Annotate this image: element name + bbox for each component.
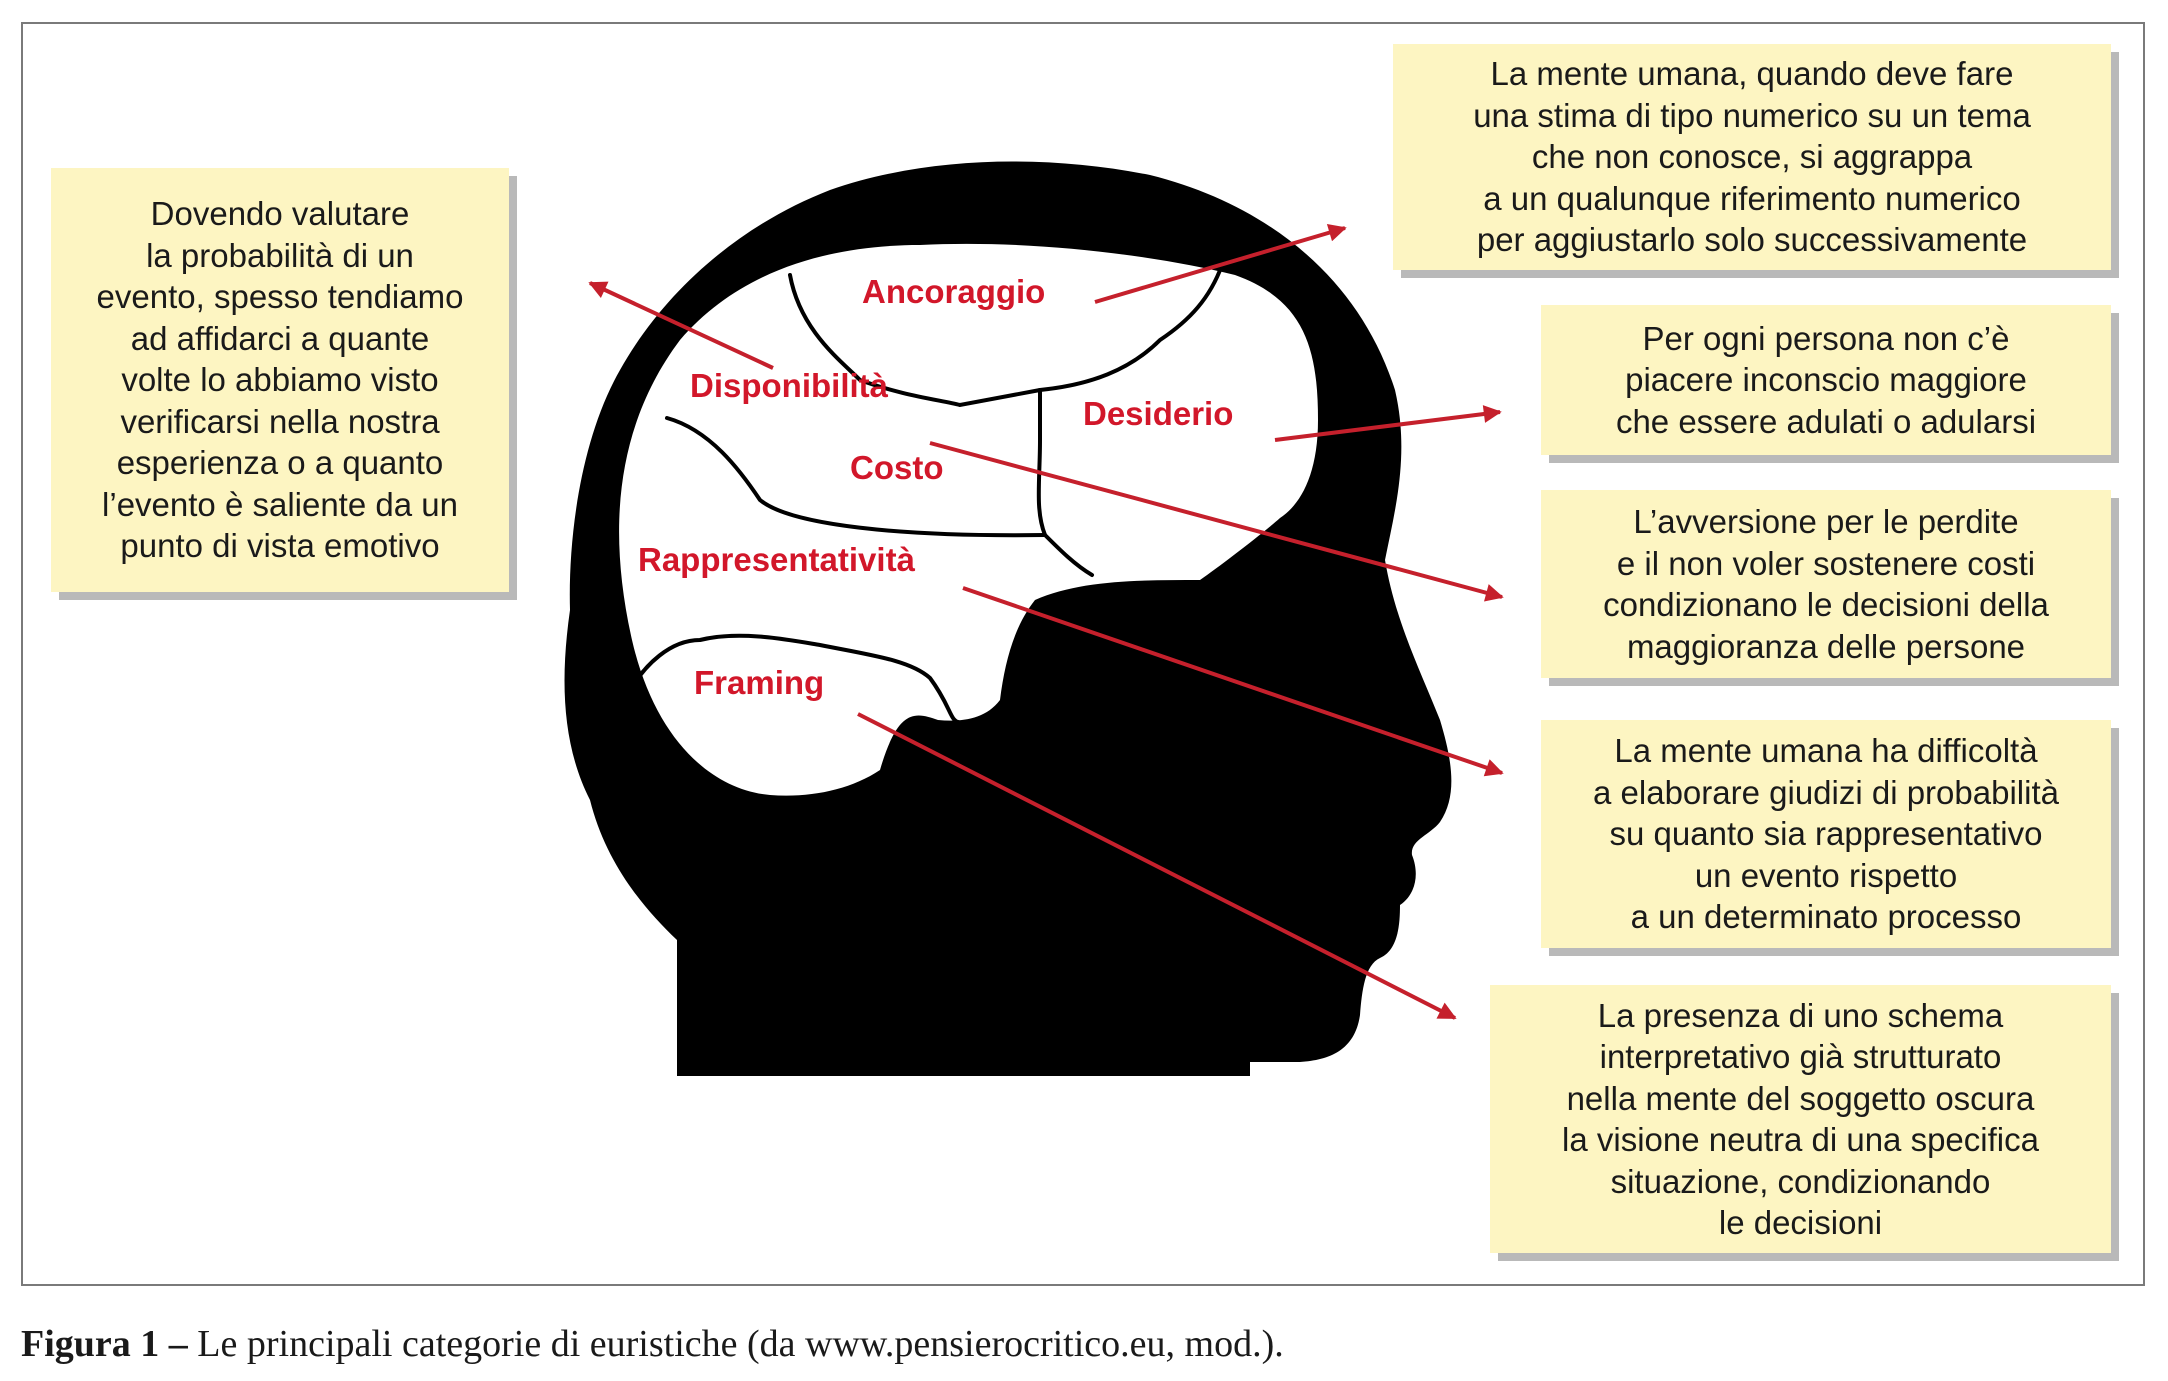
arrow-framing [857,712,1457,1020]
caption-text: Le principali categorie di euristiche (d… [187,1323,1284,1365]
region-label-ancoraggio: Ancoraggio [862,273,1046,310]
note-rappresentativita-text: La mente umana ha difficoltà a elaborare… [1593,732,2059,936]
connector-arrows [588,223,1504,1020]
note-ancoraggio-text: La mente umana, quando deve fare una sti… [1473,55,2031,259]
figure-caption: Figura 1 – Le principali categorie di eu… [21,1322,1284,1366]
arrow-rappresentativita [962,586,1504,777]
region-label-rappresentativita: Rappresentatività [638,541,915,578]
region-dividers [628,263,1224,724]
caption-label: Figura 1 – [21,1323,188,1365]
note-costo: L’avversione per le perdite e il non vol… [1541,490,2111,678]
region-label-costo: Costo [850,449,944,486]
region-label-framing: Framing [694,664,825,701]
note-costo-text: L’avversione per le perdite e il non vol… [1603,503,2049,665]
region-label-desiderio: Desiderio [1083,395,1234,432]
arrow-ancoraggio [1094,223,1347,304]
note-desiderio: Per ogni persona non c’è piacere inconsc… [1541,305,2111,455]
note-framing: La presenza di uno schema interpretativo… [1490,985,2111,1253]
arrow-desiderio [1274,405,1502,442]
note-rappresentativita: La mente umana ha difficoltà a elaborare… [1541,720,2111,948]
note-disponibilita-text: Dovendo valutare la probabilità di un ev… [96,195,464,565]
arrow-costo [929,441,1504,602]
note-desiderio-text: Per ogni persona non c’è piacere inconsc… [1615,319,2037,440]
region-label-disponibilita: Disponibilità [690,367,888,404]
brain-area [619,243,1318,796]
note-ancoraggio: La mente umana, quando deve fare una sti… [1393,44,2111,270]
arrow-disponibilita [588,281,774,370]
note-disponibilita: Dovendo valutare la probabilità di un ev… [51,168,509,592]
note-framing-text: La presenza di uno schema interpretativo… [1562,996,2039,1242]
